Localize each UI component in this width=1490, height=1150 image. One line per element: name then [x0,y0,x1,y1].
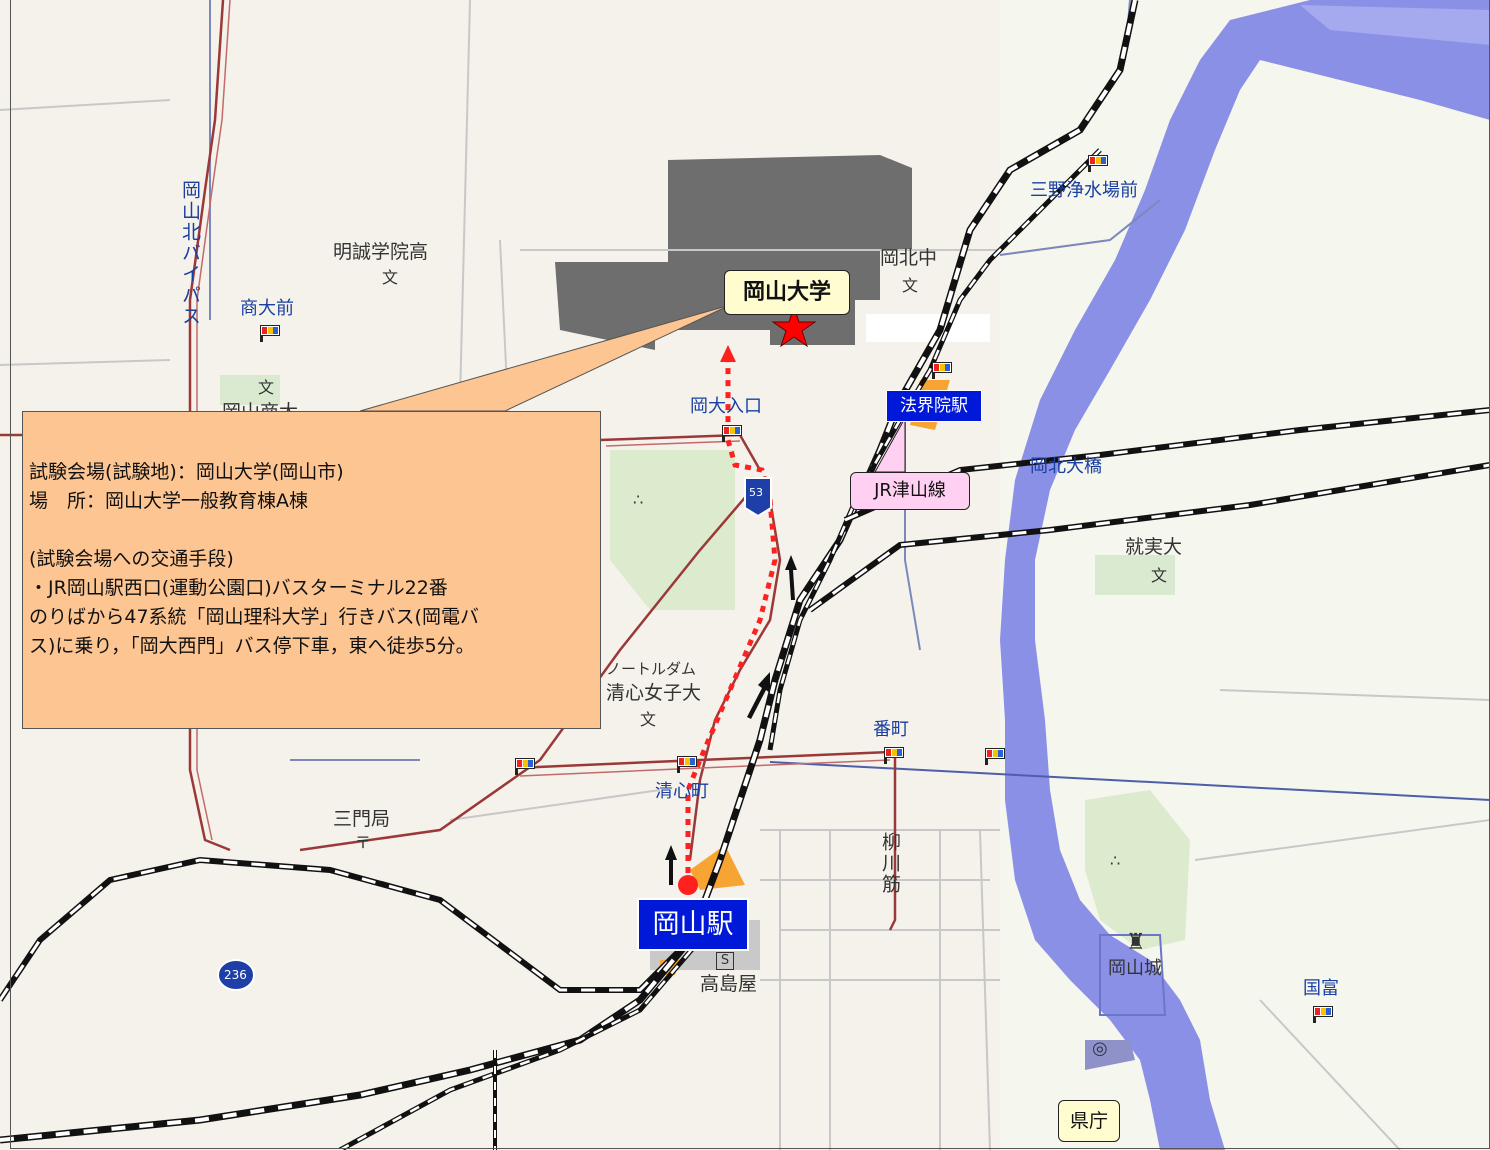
seishin-univ-label: 清心女子大 [606,682,702,704]
okayama-castle-label: 岡山城 [1108,958,1162,979]
callout-line: ス)に乗り，「岡大西門」バス停下車，東へ徒歩5分。 [29,635,475,657]
bus-stop-label: 三野浄水場前 [1030,180,1138,201]
notre-dame-label: ノートルダム [606,660,697,678]
callout-line: ・JR岡山駅西口(運動公園口)バスターミナル22番 [29,577,448,599]
bypass-label: 岡山北バイパス [179,180,201,327]
hokaiin-station-label[interactable]: 法界院駅 [886,390,982,422]
asahi-river [1000,0,1490,1150]
start-point-icon [678,875,698,895]
prefectural-office-label[interactable]: 県庁 [1058,1100,1120,1142]
school-icon: 文 [902,276,919,295]
train-direction-arrows [665,555,797,885]
meisei-high-label: 明誠学院高 [333,241,429,263]
school-icon: 文 [258,378,275,397]
department-store-icon: S [716,952,734,970]
destination-label[interactable]: 岡山大学 [724,270,850,315]
bus-stop-icon[interactable] [515,758,537,776]
callout-line: (試験会場への交通手段) [29,548,234,570]
sanmon-po-label: 三門局 [333,808,391,830]
takashimaya-label: 高島屋 [700,973,758,995]
bus-stop-label: 国富 [1303,978,1339,999]
bus-stop-label: 清心町 [655,781,709,802]
park-icon: ∴ [633,490,644,509]
school-icon: 文 [1151,566,1168,585]
callout-line: 場 所：岡山大学一般教育棟A棟 [29,490,308,512]
bus-stop-icon[interactable] [677,756,699,774]
bus-stop-label: 番町 [873,719,909,740]
bus-stop-icon[interactable] [985,748,1007,766]
route-236-number: 236 [224,968,247,982]
bus-stop-icon[interactable] [932,362,954,380]
park-area [610,450,735,610]
callout-line: のりばから47系統「岡山理科大学」行きバス(岡電バ [29,606,479,628]
bus-stop-icon[interactable] [1313,1006,1335,1024]
kohoku-jh-label: 岡北中 [880,247,938,269]
kohoku-bridge-label: 岡北大橋 [1030,456,1102,477]
tsuyama-line-label: JR津山線 [850,472,970,510]
bus-stop-icon[interactable] [1088,155,1110,173]
shujitsu-univ-label: 就実大 [1125,536,1183,558]
route-line [685,360,778,885]
school-icon: 文 [382,268,399,287]
route-arrow-icon [720,345,736,362]
bus-stop-icon[interactable] [884,747,906,765]
bus-stop-label: 商大前 [240,298,294,319]
okayama-station-label[interactable]: 岡山駅 [637,898,749,951]
castle-park-area [1085,790,1190,950]
bus-stop-icon[interactable] [260,325,282,343]
school-icon: 文 [640,710,657,729]
post-office-icon: 〒 [355,833,372,852]
destination-star-icon [771,305,817,348]
route-53-shield [744,477,772,518]
bus-stop-icon[interactable] [722,425,744,443]
route-53-number: 53 [749,486,763,499]
route-236-shield [217,959,255,991]
yanagawa-label: 柳川筋 [879,832,901,895]
park-icon: ∴ [1110,851,1121,870]
access-info-callout: 試験会場(試験地)：岡山大学(岡山市) 場 所：岡山大学一般教育棟A棟 (試験会… [22,411,601,729]
callout-line: 試験会場(試験地)：岡山大学(岡山市) [29,461,344,483]
callout-line [29,516,600,545]
bus-stop-label: 岡大入口 [690,396,762,417]
government-office-icon: ◎ [1092,1038,1108,1059]
castle-icon: ♜ [1126,930,1146,955]
